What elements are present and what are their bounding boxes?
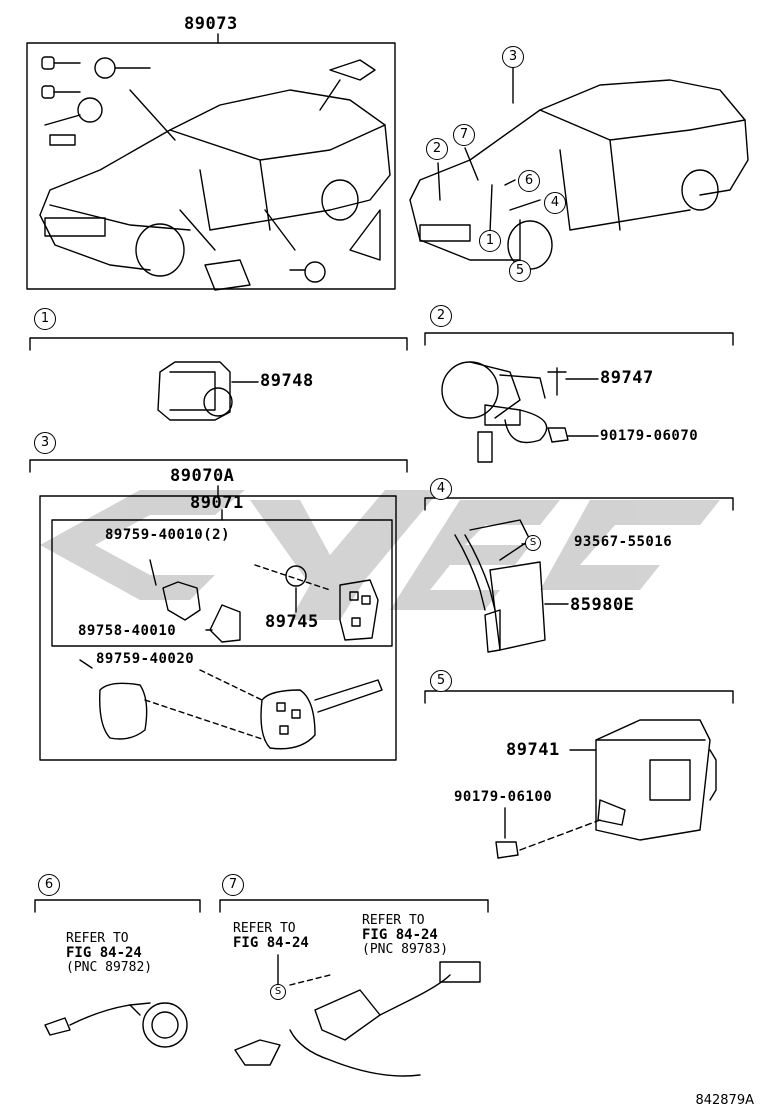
section-7-index: 7 [222,874,244,896]
part-89783-harness-ref [234,954,481,1077]
part-number-85980E: 85980E [570,595,635,615]
part-number-89070A: 89070A [170,466,235,486]
section-1-index: 1 [34,308,56,330]
section-2-index: 2 [430,305,452,327]
keyset-frame [26,42,396,290]
part-number-89759-40010: 89759-40010(2) [105,527,231,543]
transmitter-parts [79,559,383,750]
refer-line-1: REFER TO [66,931,129,946]
section-3-rule [29,459,408,473]
part-number-90179-06070: 90179-06070 [600,428,699,444]
part-number-89741: 89741 [506,740,560,760]
car-illustration-left [39,89,391,277]
key-and-cylinder-icons [41,56,376,291]
part-number-89073: 89073 [184,14,238,34]
part-number-89758-40010: 89758-40010 [78,623,177,639]
section-3-index: 3 [34,432,56,454]
refer-a-line-2: FIG 84-24 [233,935,309,951]
part-number-89748: 89748 [260,371,314,391]
callout-6: 6 [518,170,540,192]
refer-a-line-1: REFER TO [233,921,296,936]
part-number-90179-06100: 90179-06100 [454,789,553,805]
section-6-index: 6 [38,874,60,896]
section-1-rule [29,337,408,351]
part-number-93567-55016: 93567-55016 [574,534,673,550]
section-5-index: 5 [430,670,452,692]
callout-1: 1 [479,230,501,252]
part-number-89745: 89745 [265,612,319,632]
callout-5: 5 [509,260,531,282]
part-89782-coil-ref [44,1002,188,1048]
part-number-89759-40020: 89759-40020 [96,651,195,667]
callout-4: 4 [544,192,566,214]
part-number-89071: 89071 [190,493,244,513]
refer-b-line-2: FIG 84-24 [362,927,438,943]
refer-b-line-1: REFER TO [362,913,425,928]
part-89741-ecu [495,719,717,859]
part-89747-cylinder [441,361,599,463]
part-85980E-relay [454,519,569,653]
part-89748-switch [157,361,259,421]
callout-3: 3 [502,46,524,68]
refer-line-3: (PNC 89782) [66,960,153,975]
s-mark-section-4: S [525,535,541,551]
section-5-rule [424,690,734,704]
refer-line-2: FIG 84-24 [66,945,142,961]
section-6-rule [34,899,201,913]
section-4-rule [424,497,734,511]
callout-2: 2 [426,138,448,160]
refer-b-line-3: (PNC 89783) [362,942,449,957]
section-2-rule [424,332,734,346]
section-7-rule [219,899,489,913]
part-number-89747: 89747 [600,368,654,388]
section-4-index: 4 [430,478,452,500]
callout-7: 7 [453,124,475,146]
figure-id: 842879A [695,1093,754,1108]
s-mark-section-7: S [270,984,286,1000]
car-illustration-right [409,55,749,270]
